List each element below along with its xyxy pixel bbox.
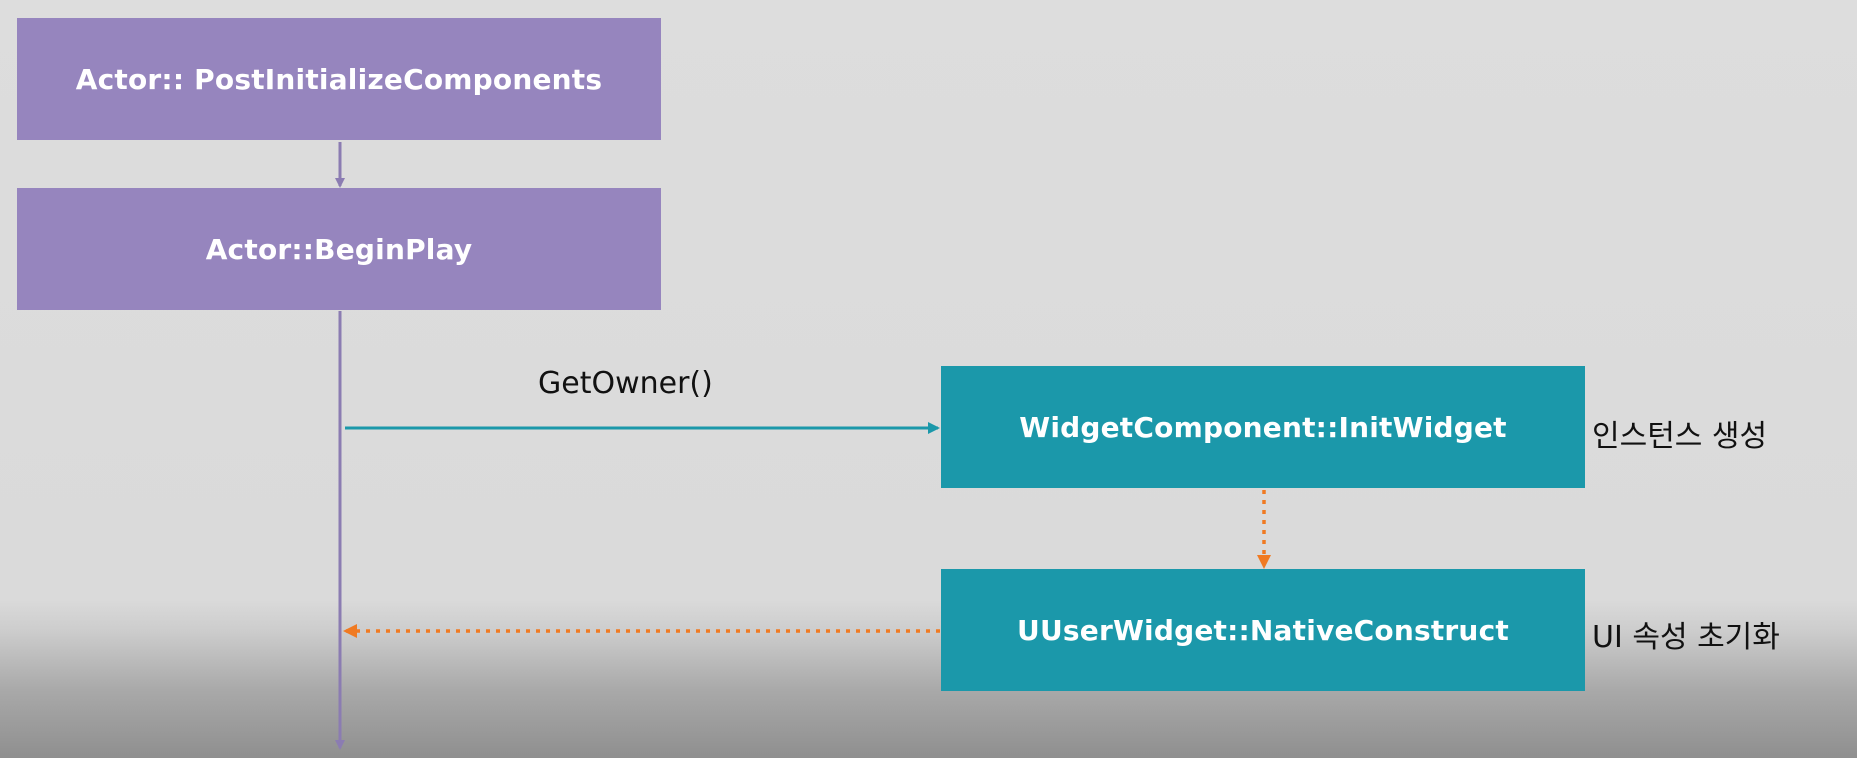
initwidget-box: WidgetComponent::InitWidget xyxy=(941,366,1585,488)
nativeconstruct-label: UUserWidget::NativeConstruct xyxy=(1017,613,1509,647)
beginplay-box: Actor::BeginPlay xyxy=(17,188,661,310)
initwidget-label: WidgetComponent::InitWidget xyxy=(1019,410,1507,444)
init-ui-properties-label: UI 속성 초기화 xyxy=(1592,620,1780,655)
nativeconstruct-box: UUserWidget::NativeConstruct xyxy=(941,569,1585,691)
postinitializecomponents-box: Actor:: PostInitializeComponents xyxy=(17,18,661,140)
beginplay-label: Actor::BeginPlay xyxy=(205,232,473,266)
create-instance-label: 인스턴스 생성 xyxy=(1592,419,1768,454)
postinitializecomponents-label: Actor:: PostInitializeComponents xyxy=(75,62,603,96)
getowner-label: GetOwner() xyxy=(538,366,713,401)
